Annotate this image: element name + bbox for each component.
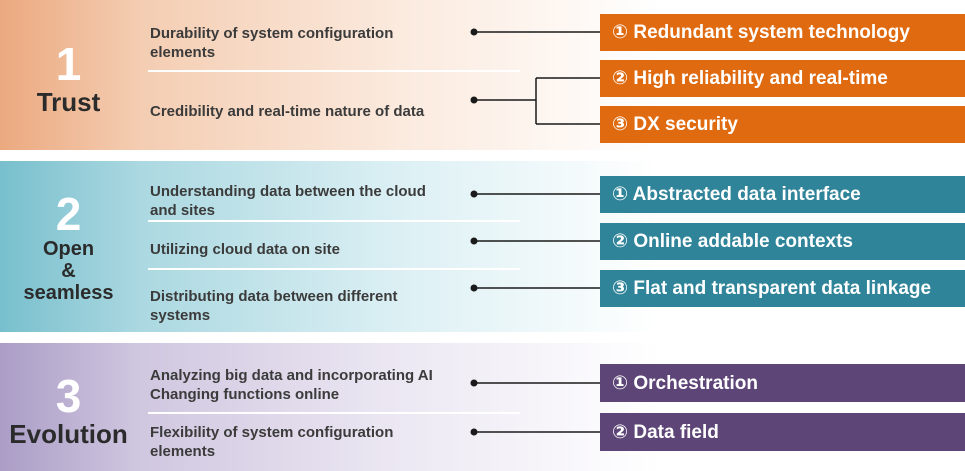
tech-abstracted-data-interface: ① Abstracted data interface [600,176,965,213]
requirement-line: Durability of system configuration [150,25,394,42]
divider [148,70,520,72]
requirement-line: Distributing data between different [150,288,398,305]
requirement-distributing-data: Distributing data between different syst… [150,287,450,325]
tech-orchestration: ① Orchestration [600,364,965,402]
pillar-name-line2: & [61,260,76,282]
requirement-line: Utilizing cloud data on site [150,241,341,258]
pillar-number: 3 [55,370,82,422]
tech-data-field: ② Data field [600,413,965,451]
connector-dot [470,190,478,198]
divider [148,412,520,414]
open-seamless-band [0,161,660,332]
pillar-name-line1: Open [42,238,95,260]
tech-high-reliability: ② High reliability and real-time [600,60,965,97]
requirement-utilizing-cloud-data: Utilizing cloud data on site [150,240,450,259]
connector-dot [470,28,478,36]
connector-dot [470,428,478,436]
evolution-band [0,343,660,471]
connector-dot [470,379,478,387]
requirement-line: and sites [150,202,216,219]
tech-redundant-system: ① Redundant system technology [600,14,965,51]
pillar-name: Evolution [9,419,128,449]
tech-dx-security: ③ DX security [600,106,965,143]
requirement-flexibility: Flexibility of system configuration elem… [150,423,450,461]
requirement-understanding-data: Understanding data between the cloud and… [150,182,450,220]
requirement-line: Changing functions online [150,386,340,403]
requirement-line: Credibility and real-time nature of data [150,103,425,120]
tech-online-addable-contexts: ② Online addable contexts [600,223,965,260]
requirement-line: Analyzing big data and incorporating AI [150,367,433,384]
requirement-line: systems [150,307,211,324]
connector-dot [470,284,478,292]
requirement-big-data-ai: Analyzing big data and incorporating AI … [150,366,450,404]
pillar-evolution: 3 Evolution [0,372,137,448]
pillar-number: 2 [55,188,82,240]
requirement-line: elements [150,44,216,61]
divider [148,220,520,222]
tech-flat-transparent-linkage: ③ Flat and transparent data linkage [600,270,965,307]
requirement-durability: Durability of system configuration eleme… [150,24,450,62]
trust-band [0,0,660,150]
connector-dot [470,237,478,245]
pillar-name: Trust [36,87,101,117]
connector-dot [470,96,478,104]
requirement-line: elements [150,443,216,460]
pillar-trust: 1 Trust [0,40,137,116]
pillar-name-line3: seamless [23,282,114,304]
requirement-line: Flexibility of system configuration [150,424,394,441]
pillar-number: 1 [55,38,82,90]
pillar-open-seamless: 2 Open & seamless [0,190,137,304]
divider [148,268,520,270]
requirement-line: Understanding data between the cloud [150,183,426,200]
requirement-credibility: Credibility and real-time nature of data [150,102,450,121]
